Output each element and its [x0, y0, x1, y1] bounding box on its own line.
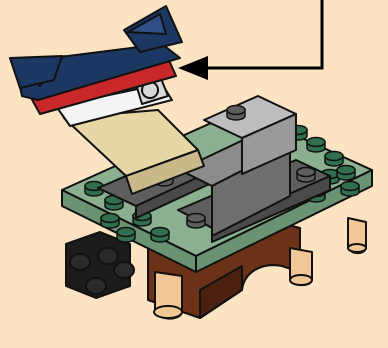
gray-stud: [227, 106, 245, 121]
green-stud: [151, 228, 169, 243]
green-stud: [101, 214, 119, 229]
green-stud: [325, 152, 343, 167]
green-stud: [117, 228, 135, 243]
gray-stud: [297, 168, 315, 183]
green-stud: [341, 182, 359, 197]
green-stud: [307, 138, 325, 153]
green-stud: [337, 166, 355, 181]
gray-stud: [187, 214, 205, 229]
